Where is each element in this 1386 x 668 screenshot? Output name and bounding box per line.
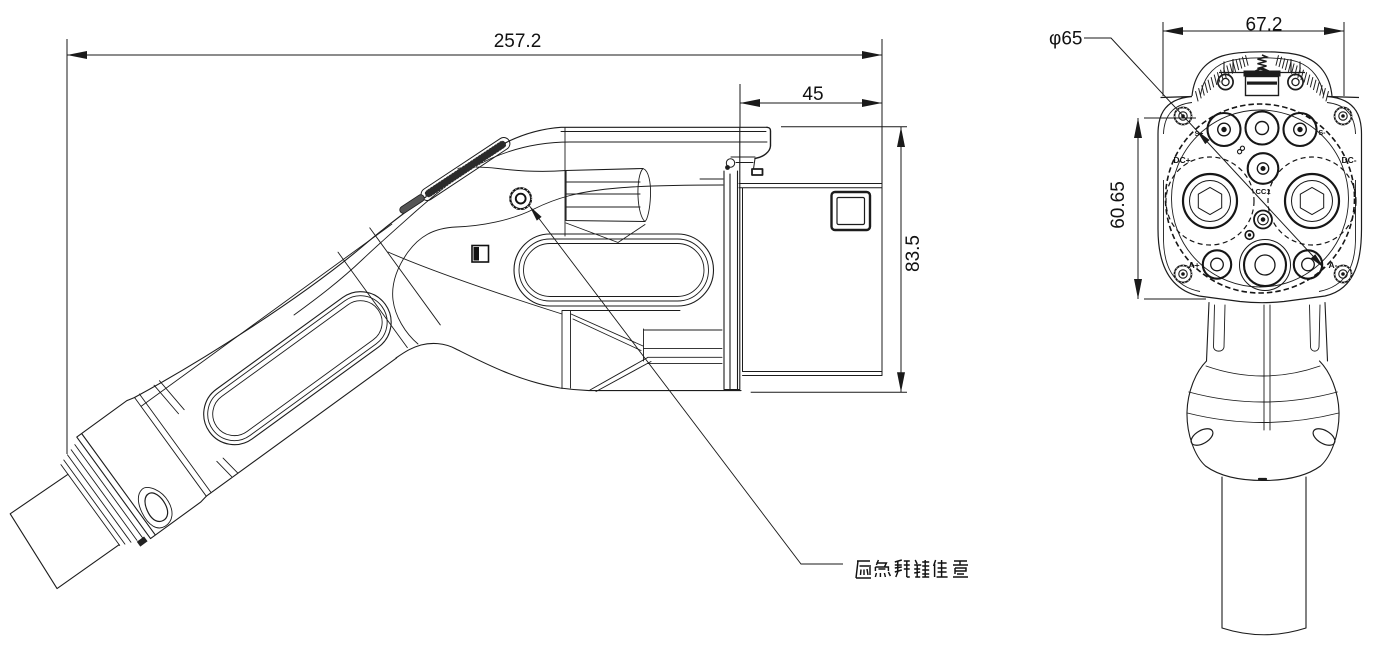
svg-text:83.5: 83.5 (903, 235, 924, 272)
svg-text:DC-: DC- (1341, 155, 1356, 165)
svg-text:60.65: 60.65 (1108, 181, 1129, 229)
svg-text:φ65: φ65 (1049, 29, 1082, 50)
svg-text:DC+: DC+ (1173, 155, 1190, 165)
svg-text:A-: A- (1329, 260, 1338, 270)
svg-text:A+: A+ (1188, 260, 1199, 270)
svg-text:257.2: 257.2 (494, 31, 542, 52)
svg-text:45: 45 (802, 84, 823, 105)
svg-text:S-: S- (1319, 130, 1327, 137)
svg-text:S+: S+ (1195, 131, 1204, 138)
svg-text:67.2: 67.2 (1246, 15, 1283, 36)
svg-text:CC1: CC1 (1255, 187, 1270, 196)
